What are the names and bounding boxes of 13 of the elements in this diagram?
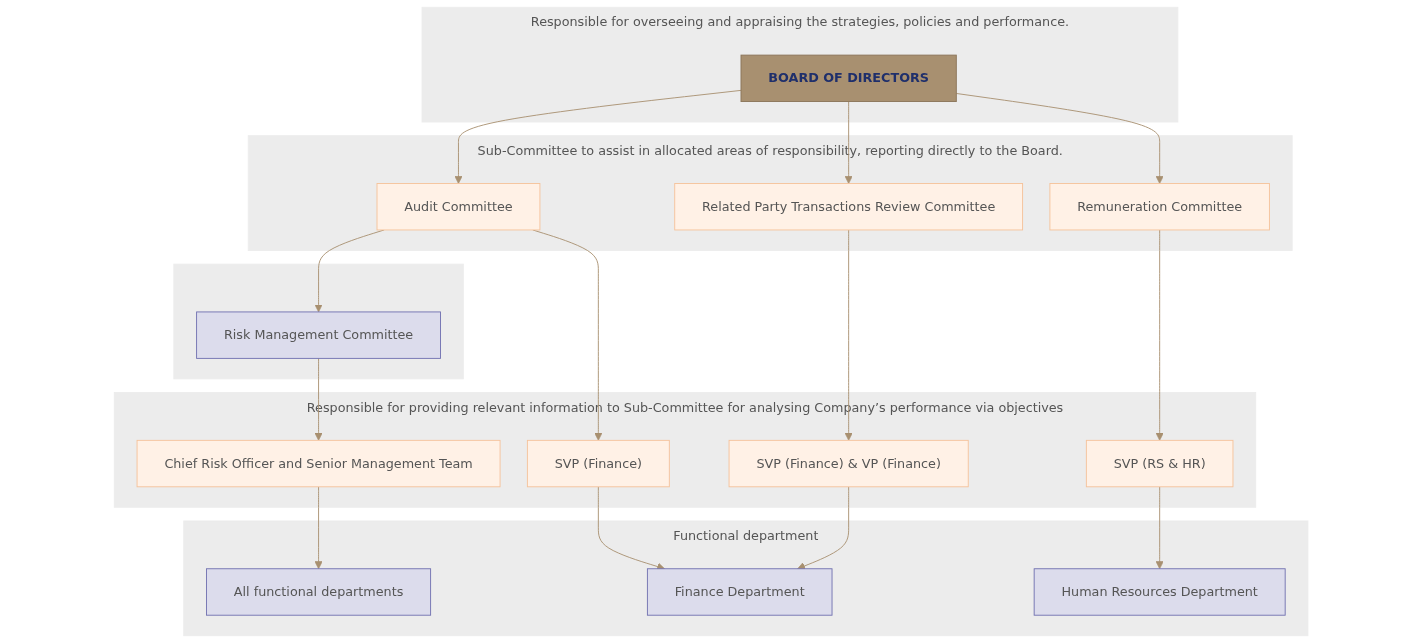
node-box: Chief Risk Officer and Senior Management Team [137, 439, 501, 488]
node-box: Related Party Transactions Review Committee [674, 183, 1024, 231]
node-box: Finance Department [647, 568, 833, 616]
node-box: Remuneration Committee [1049, 183, 1271, 231]
node-box: SVP (RS & HR) [1086, 439, 1234, 488]
cluster [173, 263, 465, 380]
node-box: Risk Management Committee [196, 311, 442, 359]
node-box: SVP (Finance) [527, 439, 671, 488]
node-box: All functional departments [206, 568, 432, 616]
node-box: Human Resources Department [1034, 568, 1286, 616]
node-box: Audit Committee [376, 183, 541, 231]
node-box: BOARD OF DIRECTORS [740, 54, 958, 102]
node-box: SVP (Finance) & VP (Finance) [729, 439, 970, 488]
